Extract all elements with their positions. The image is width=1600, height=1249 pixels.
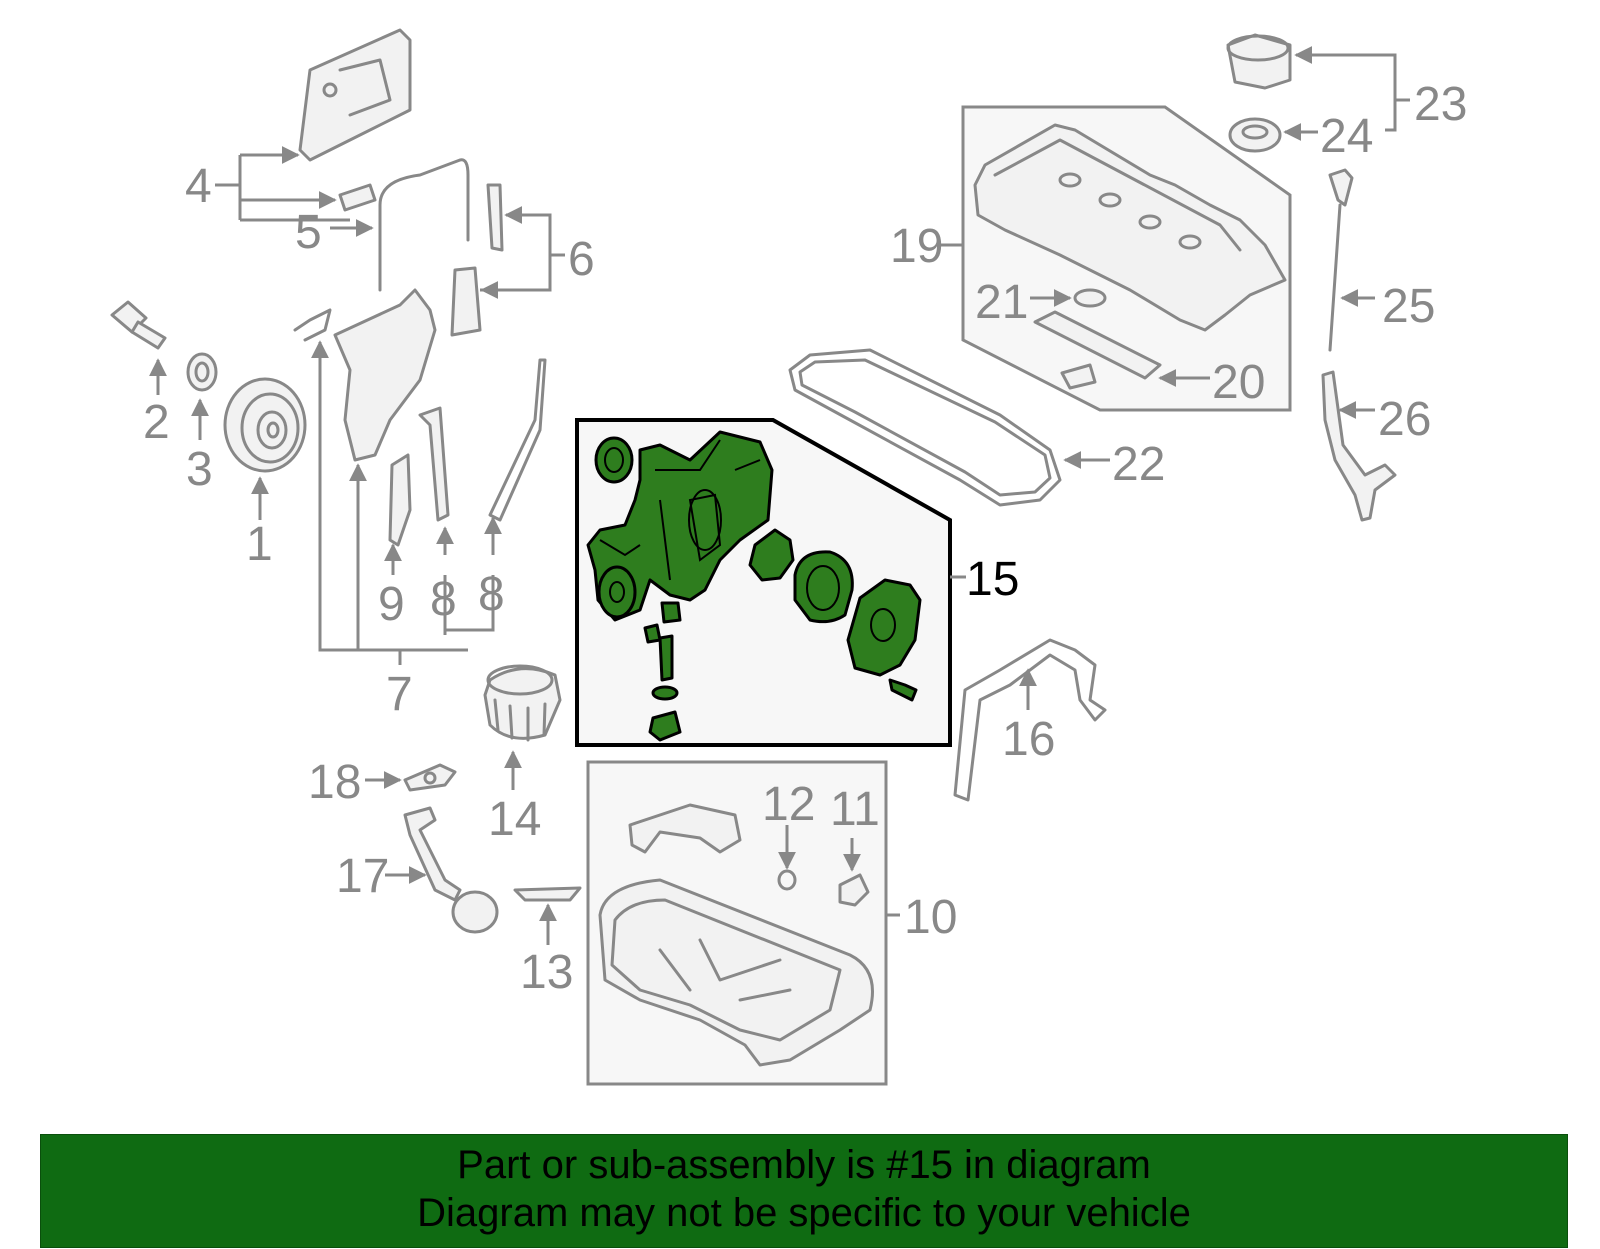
callout-5[interactable]: 5 [295,206,322,259]
callout-14[interactable]: 14 [488,793,541,846]
callout-1[interactable]: 1 [246,518,273,571]
part-5-gasket[interactable] [378,158,470,292]
callout-24[interactable]: 24 [1320,110,1373,163]
callout-10[interactable]: 10 [904,891,957,944]
callout-6[interactable]: 6 [568,233,595,286]
callout-8b[interactable]: 8 [478,568,505,621]
callout-17[interactable]: 17 [336,850,389,903]
part-6-seals[interactable] [450,183,565,337]
part-14-oil-filter[interactable] [483,664,562,790]
part-16-gasket[interactable] [953,638,1107,802]
part-25-dipstick[interactable] [1328,168,1375,352]
part-19-valve-cover-group[interactable] [940,105,1292,412]
callout-3[interactable]: 3 [186,443,213,496]
callout-23[interactable]: 23 [1414,78,1467,131]
callout-22[interactable]: 22 [1112,438,1165,491]
callout-7[interactable]: 7 [386,668,413,721]
callout-11[interactable]: 11 [830,783,880,836]
part-22-valve-cover-gasket[interactable] [788,348,1110,507]
callout-numbers: 1 2 3 4 5 6 7 8 8 9 10 11 12 13 14 15 16… [143,78,1467,999]
part-15-oil-pump-assembly[interactable] [575,418,966,747]
banner-line-disclaimer: Diagram may not be specific to your vehi… [417,1191,1191,1235]
callout-2[interactable]: 2 [143,396,170,449]
part-3-washer[interactable] [186,352,218,440]
part-9-seal[interactable] [384,453,412,575]
callout-20[interactable]: 20 [1212,356,1265,409]
part-10-oil-pan-group[interactable] [586,760,900,1086]
info-banner: Part or sub-assembly is #15 in diagram D… [40,1134,1568,1248]
part-8-guides[interactable] [418,358,547,635]
part-5-bracket[interactable] [338,183,377,212]
callout-25[interactable]: 25 [1382,280,1435,333]
callout-15[interactable]: 15 [966,553,1019,606]
callout-4[interactable]: 4 [185,160,212,213]
part-26-dipstick-tube[interactable] [1321,370,1397,522]
part-24-seal[interactable] [1228,117,1318,153]
part-17-oil-strainer[interactable] [385,806,499,934]
callout-12[interactable]: 12 [762,778,815,831]
part-4-upper-timing-cover[interactable] [298,28,412,162]
part-2-bolt[interactable] [110,300,167,395]
callout-19[interactable]: 19 [890,220,943,273]
callout-9[interactable]: 9 [378,578,405,631]
part-7-lower-timing-cover[interactable] [293,288,468,665]
callout-13[interactable]: 13 [520,946,573,999]
part-23-oil-cap[interactable] [1226,33,1410,132]
callout-18[interactable]: 18 [308,756,361,809]
callout-8a[interactable]: 8 [430,573,457,626]
callout-26[interactable]: 26 [1378,393,1431,446]
banner-line-part-number: Part or sub-assembly is #15 in diagram [457,1143,1151,1187]
callout-16[interactable]: 16 [1002,713,1055,766]
part-18-gasket[interactable] [365,763,457,792]
part-13-baffle[interactable] [513,886,582,945]
part-1-pulley[interactable] [223,377,307,520]
callout-21[interactable]: 21 [975,276,1028,329]
leader-4-5 [215,146,374,237]
